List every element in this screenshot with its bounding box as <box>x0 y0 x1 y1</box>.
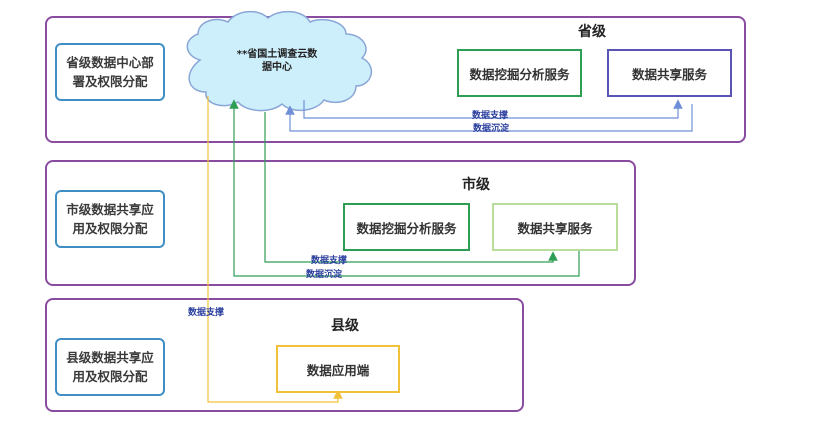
city-support-label: 数据支撑 <box>311 256 348 266</box>
city-sink-line <box>229 99 580 277</box>
province-mining-service: 数据挖掘分析服务 <box>457 49 582 97</box>
city-mining-service: 数据挖掘分析服务 <box>343 203 470 251</box>
province-sharing-service: 数据共享服务 <box>607 49 732 97</box>
province-datacenter-box: 省级数据中心部署及权限分配 <box>55 43 165 101</box>
city-support-line <box>264 112 558 263</box>
county-app-client: 数据应用端 <box>276 345 400 393</box>
province-support-line <box>303 99 683 119</box>
province-sink-line <box>285 104 693 132</box>
province-support-label: 数据支撑 <box>472 111 509 121</box>
province-sink-label: 数据沉淀 <box>473 124 510 134</box>
city-sharing-box: 市级数据共享应用及权限分配 <box>55 190 165 248</box>
province-level-title: 省级 <box>578 24 606 40</box>
cloud-datacenter-label: **省国土调查云数据中心 <box>236 49 318 73</box>
county-level-title: 县级 <box>331 318 359 334</box>
city-sink-label: 数据沉淀 <box>306 270 343 280</box>
county-sharing-box: 县级数据共享应用及权限分配 <box>55 338 165 396</box>
city-level-title: 市级 <box>462 177 490 193</box>
county-support-line <box>207 96 343 403</box>
city-sharing-service: 数据共享服务 <box>492 203 618 251</box>
county-support-label: 数据支撑 <box>188 308 225 318</box>
